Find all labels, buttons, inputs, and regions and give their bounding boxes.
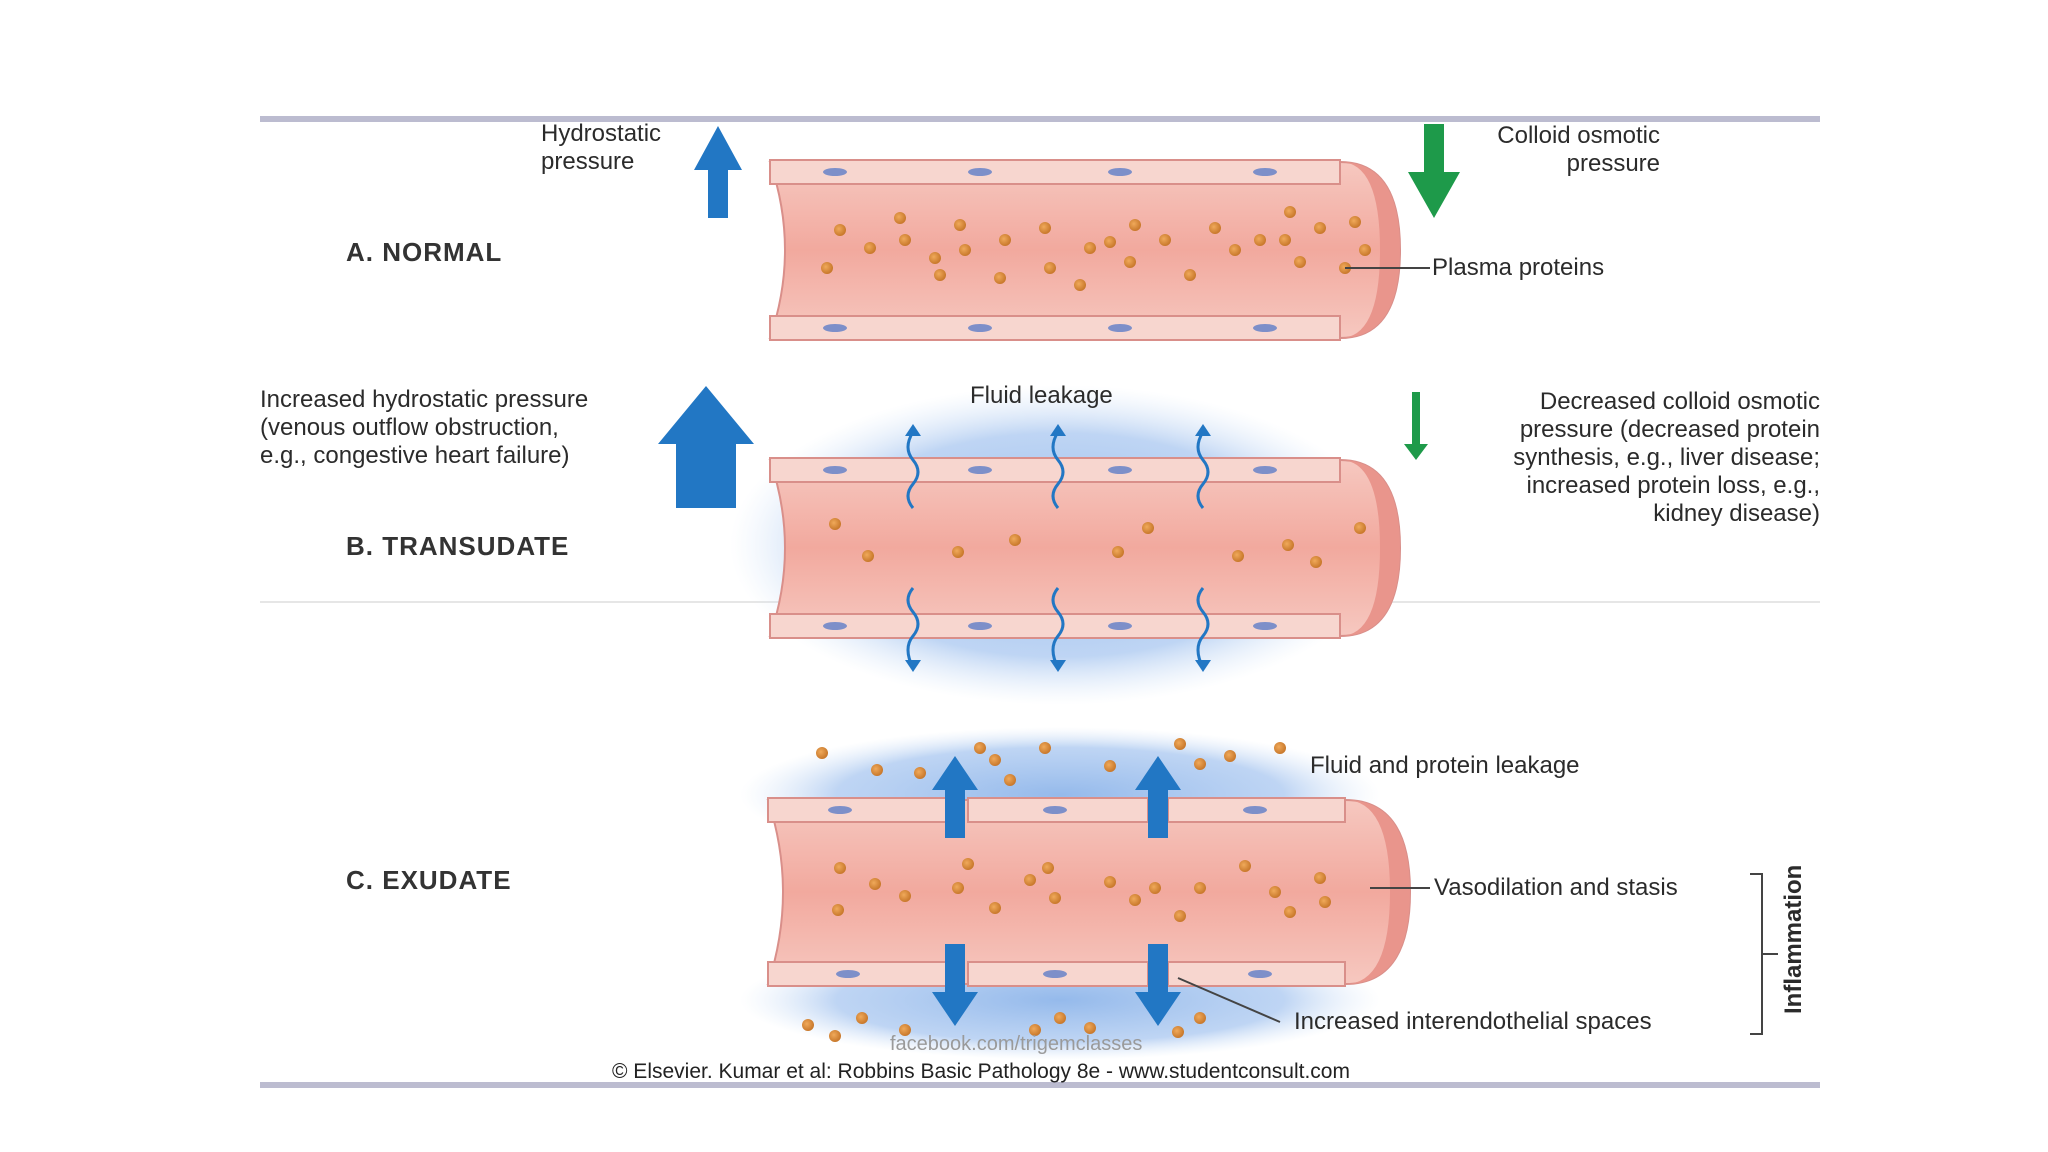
colloid-label: Colloid osmotic pressure [1497, 122, 1660, 177]
decreased-colloid-arrow-icon [1404, 392, 1428, 460]
vessel-transudate [768, 457, 1402, 639]
decreased-colloid-label: Decreased colloid osmotic pressure (decr… [1513, 388, 1820, 527]
increased-hydrostatic-label: Increased hydrostatic pressure (venous o… [260, 386, 589, 469]
hydrostatic-arrow-icon [694, 126, 742, 218]
inflammation-bracket [1750, 873, 1778, 1035]
top-rule [260, 116, 1820, 122]
endothelial-nuclei [823, 168, 1277, 332]
colloid-arrow-icon [1408, 124, 1460, 218]
bottom-rule [260, 1082, 1820, 1088]
increased-hydrostatic-arrow-icon [658, 386, 754, 508]
vasodilation-label: Vasodilation and stasis [1434, 874, 1678, 901]
vessel-normal [768, 159, 1430, 341]
plasma-protein-dots [821, 206, 1371, 291]
panel-title-normal: A. NORMAL [346, 237, 503, 267]
hydrostatic-label: Hydrostatic pressure [541, 120, 662, 175]
vessel-exudate [766, 797, 1430, 1023]
panel-title-exudate: C. EXUDATE [346, 865, 512, 895]
inflammation-label: Inflammation [1780, 864, 1807, 1014]
panel-title-transudate: B. TRANSUDATE [346, 531, 570, 561]
credit-line: © Elsevier. Kumar et al: Robbins Basic P… [612, 1060, 1350, 1083]
leaked-protein-dots [802, 738, 1286, 1042]
fluid-protein-leakage-label: Fluid and protein leakage [1310, 752, 1580, 779]
watermark: facebook.com/trigemclasses [890, 1033, 1143, 1055]
fluid-leakage-label: Fluid leakage [970, 382, 1113, 409]
interendothelial-label: Increased interendothelial spaces [1294, 1008, 1652, 1035]
fluid-leakage-arrows [906, 431, 1210, 669]
plasma-proteins-label: Plasma proteins [1432, 254, 1605, 281]
exudate-arrows [932, 756, 1181, 1026]
